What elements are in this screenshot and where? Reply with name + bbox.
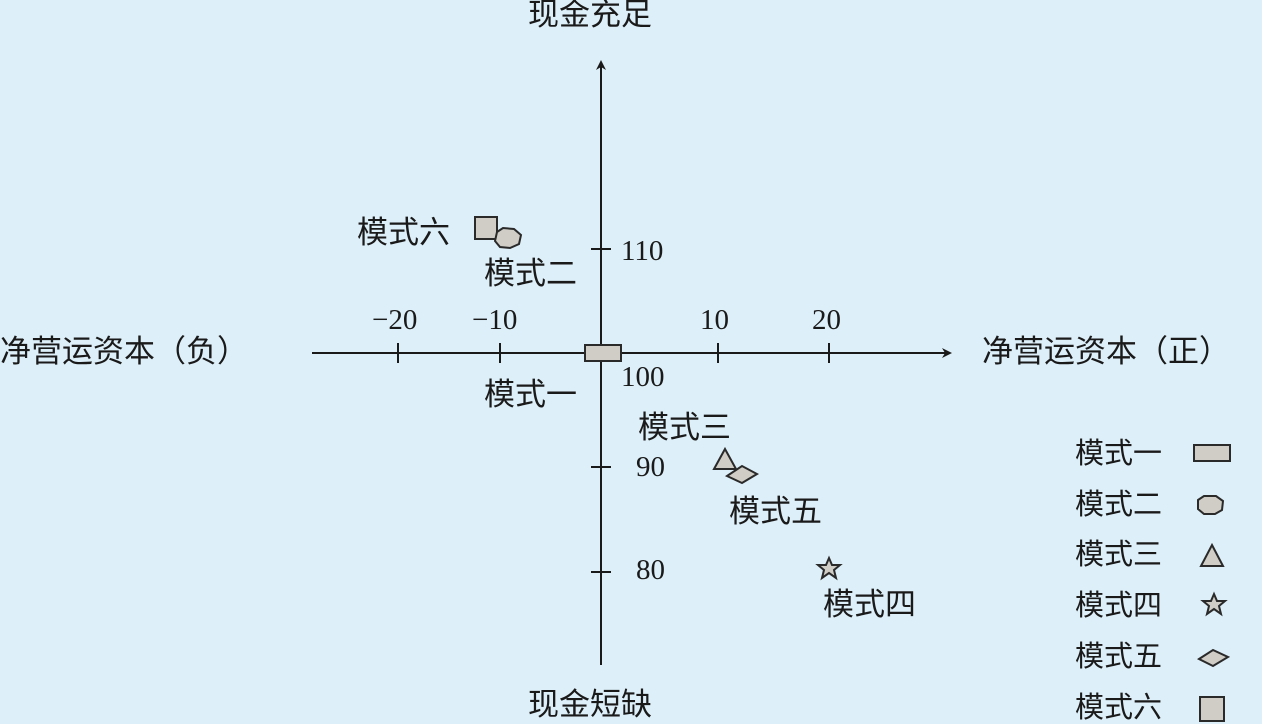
marker-triangle-mode3 — [712, 446, 738, 470]
point-label-mode4: 模式四 — [823, 587, 916, 623]
legend-label: 模式五 — [1075, 639, 1163, 673]
legend-label: 模式二 — [1075, 487, 1163, 521]
point-label-mode3: 模式三 — [638, 410, 731, 446]
axis-title-right: 净营运资本（正） — [982, 334, 1230, 370]
legend-label: 模式四 — [1075, 588, 1163, 622]
x-tick-label: −20 — [372, 304, 418, 336]
marker-diamond-mode5 — [724, 464, 760, 485]
legend-label: 模式六 — [1075, 690, 1163, 724]
legend-square-icon — [1199, 696, 1225, 722]
x-tick-label: 10 — [700, 304, 729, 336]
x-tick-label: 20 — [812, 304, 841, 336]
y-tick-label: 80 — [636, 554, 665, 586]
y-ticks — [591, 248, 611, 573]
axis-title-left: 净营运资本（负） — [0, 334, 248, 370]
legend-label: 模式三 — [1075, 537, 1163, 571]
point-label-mode1: 模式一 — [484, 377, 577, 413]
point-label-mode5: 模式五 — [729, 494, 822, 530]
legend-star-icon — [1200, 591, 1228, 617]
axis-title-bottom: 现金短缺 — [528, 687, 652, 723]
marker-rectangle-mode1 — [584, 344, 622, 362]
marker-square-mode6 — [474, 216, 498, 240]
data-markers — [474, 216, 843, 581]
legend-diamond-icon — [1196, 648, 1231, 668]
x-ticks — [397, 343, 830, 363]
marker-star-mode4 — [815, 555, 843, 581]
y-tick-label: 90 — [636, 451, 665, 483]
axis-title-top: 现金充足 — [528, 0, 652, 33]
legend-markers — [1193, 444, 1231, 722]
y-tick-label: 100 — [621, 361, 665, 393]
point-label-mode2: 模式二 — [484, 256, 577, 292]
point-label-mode6: 模式六 — [357, 215, 450, 251]
legend-triangle-icon — [1199, 542, 1225, 567]
legend-octagon-icon — [1197, 495, 1225, 515]
y-tick-label: 110 — [621, 235, 664, 267]
marker-octagon-mode2 — [493, 226, 523, 250]
legend-label: 模式一 — [1075, 436, 1163, 470]
x-tick-label: −10 — [472, 304, 518, 336]
legend-rectangle-icon — [1193, 444, 1231, 462]
